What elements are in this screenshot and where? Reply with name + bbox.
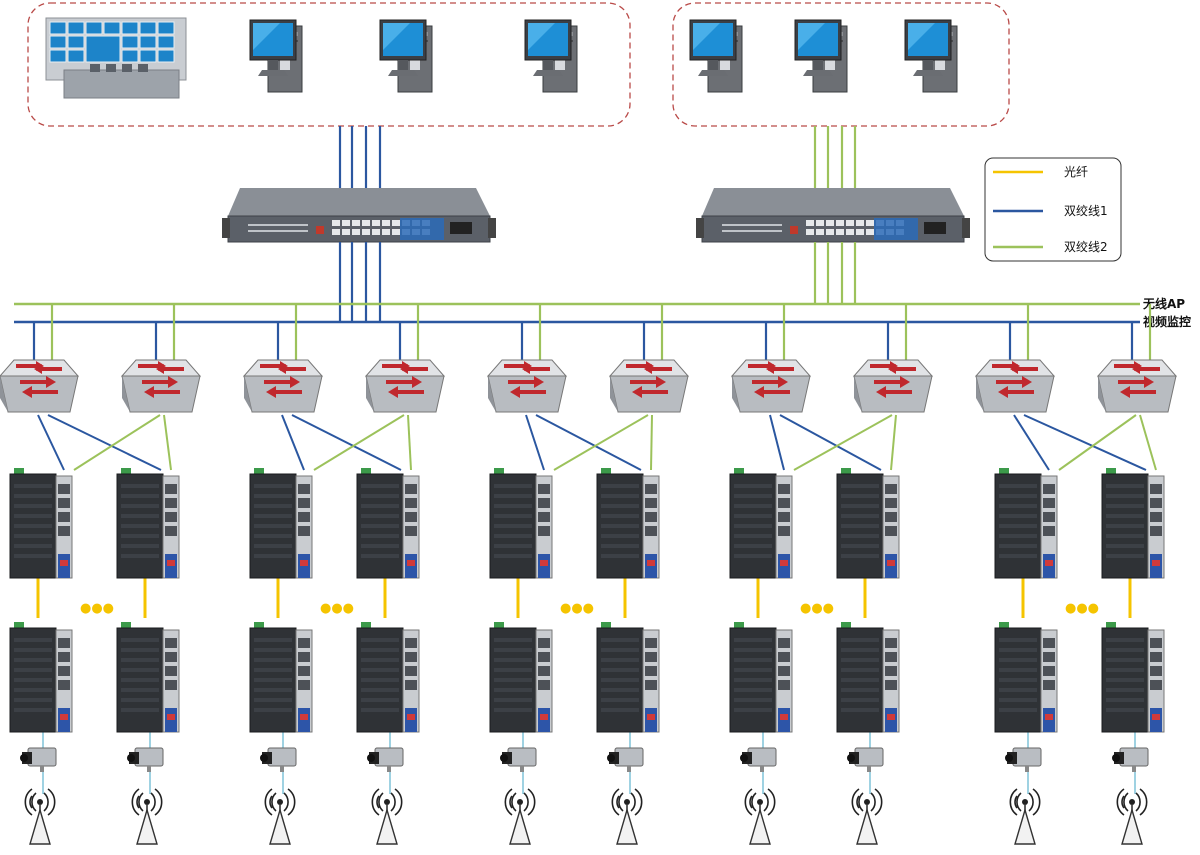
agg-edge-link-blue (535, 414, 642, 471)
workgroup-switch-icon (0, 359, 79, 413)
agg-edge-link-green (650, 414, 653, 471)
agg-edge-link-blue (281, 414, 305, 471)
video-wall-icon (45, 17, 187, 99)
computer-icon (524, 19, 578, 93)
industrial-switch-icon (489, 621, 553, 733)
computer-icon (379, 19, 433, 93)
camera-icon (1004, 747, 1042, 773)
ellipsis: ●●● (560, 601, 594, 616)
industrial-switch-icon (249, 621, 313, 733)
industrial-switch-icon (1101, 467, 1165, 579)
monitoring-center-group (27, 2, 631, 127)
wireless-ap-icon (1009, 788, 1041, 845)
industrial-switch-icon (596, 467, 660, 579)
agg-edge-link-blue (47, 414, 162, 471)
agg-edge-link-green (793, 414, 893, 471)
agg-edge-link-blue (1023, 414, 1147, 471)
wireless-ap-icon (264, 788, 296, 845)
industrial-switch-icon (356, 467, 420, 579)
industrial-switch-icon (836, 467, 900, 579)
computer-icon (794, 19, 848, 93)
computer-icon (249, 19, 303, 93)
camera-icon (366, 747, 404, 773)
industrial-switch-icon (1101, 621, 1165, 733)
rack-switch-icon (221, 187, 497, 243)
camera-icon (606, 747, 644, 773)
industrial-switch-icon (729, 467, 793, 579)
industrial-switch-icon (596, 621, 660, 733)
industrial-switch-icon (489, 467, 553, 579)
ellipsis: ●●● (80, 601, 114, 616)
agg-edge-link-green (73, 414, 161, 471)
uplink-green (813, 126, 857, 188)
camera-icon (499, 747, 537, 773)
computer-icon (904, 19, 958, 93)
wireless-ap-icon (611, 788, 643, 845)
wireless-ap-icon (371, 788, 403, 845)
agg-edge-link-blue (769, 414, 785, 471)
workgroup-switch-icon (609, 359, 689, 413)
workgroup-switch-icon (731, 359, 811, 413)
legend: 光纤 双绞线1 双绞线2 (984, 157, 1122, 262)
industrial-switch-icon (729, 621, 793, 733)
workgroup-switch-icon (853, 359, 933, 413)
uplink-blue (338, 126, 382, 188)
camera-icon (1111, 747, 1149, 773)
agg-edge-link-green (313, 414, 405, 471)
agg-edge-link-blue (37, 414, 65, 471)
workgroup-switch-icon (121, 359, 201, 413)
agg-edge-link-green (407, 414, 412, 471)
computer-icon (689, 19, 743, 93)
workgroup-switch-icon (365, 359, 445, 413)
agg-edge-link-blue (525, 414, 545, 471)
workgroup-switch-icon (487, 359, 567, 413)
agg-edge-link-green (553, 414, 649, 471)
wireless-ap-icon (851, 788, 883, 845)
ellipsis: ●●● (800, 601, 834, 616)
ellipsis: ●●● (320, 601, 354, 616)
camera-icon (259, 747, 297, 773)
camera-icon (126, 747, 164, 773)
wireless-ap-icon (1116, 788, 1148, 845)
agg-edge-link-green (1058, 414, 1137, 471)
industrial-switch-icon (994, 621, 1058, 733)
agg-edge-link-green (890, 414, 897, 471)
camera-icon (846, 747, 884, 773)
agg-edge-link-blue (291, 414, 402, 471)
industrial-switch-icon (9, 621, 73, 733)
workgroup-switch-icon (975, 359, 1055, 413)
agg-edge-link-blue (1013, 414, 1050, 471)
industrial-switch-icon (116, 621, 180, 733)
agg-edge-link-green (163, 414, 172, 471)
wireless-ap-icon (744, 788, 776, 845)
legend-label-fiber: 光纤 (1064, 165, 1088, 179)
industrial-switch-icon (836, 621, 900, 733)
wireless-ap-bus-label: 无线AP (1142, 296, 1185, 311)
camera-icon (739, 747, 777, 773)
legend-label-twisted-pair-1: 双绞线1 (1064, 203, 1108, 218)
industrial-switch-icon (116, 467, 180, 579)
rack-switch-icon (695, 187, 971, 243)
agg-edge-link-green (1139, 414, 1157, 471)
video-monitoring-bus-label: 视频监控 (1143, 314, 1191, 329)
industrial-switch-icon (9, 467, 73, 579)
workgroup-switch-icon (243, 359, 323, 413)
industrial-switch-icon (249, 467, 313, 579)
industrial-switch-icon (994, 467, 1058, 579)
wireless-ap-icon (504, 788, 536, 845)
wireless-ap-icon (131, 788, 163, 845)
agg-edge-link-blue (779, 414, 882, 471)
camera-icon (19, 747, 57, 773)
legend-label-twisted-pair-2: 双绞线2 (1064, 239, 1108, 254)
ellipsis: ●●● (1065, 601, 1099, 616)
workgroup-switch-icon (1097, 359, 1177, 413)
industrial-switch-icon (356, 621, 420, 733)
wireless-ap-icon (24, 788, 56, 845)
